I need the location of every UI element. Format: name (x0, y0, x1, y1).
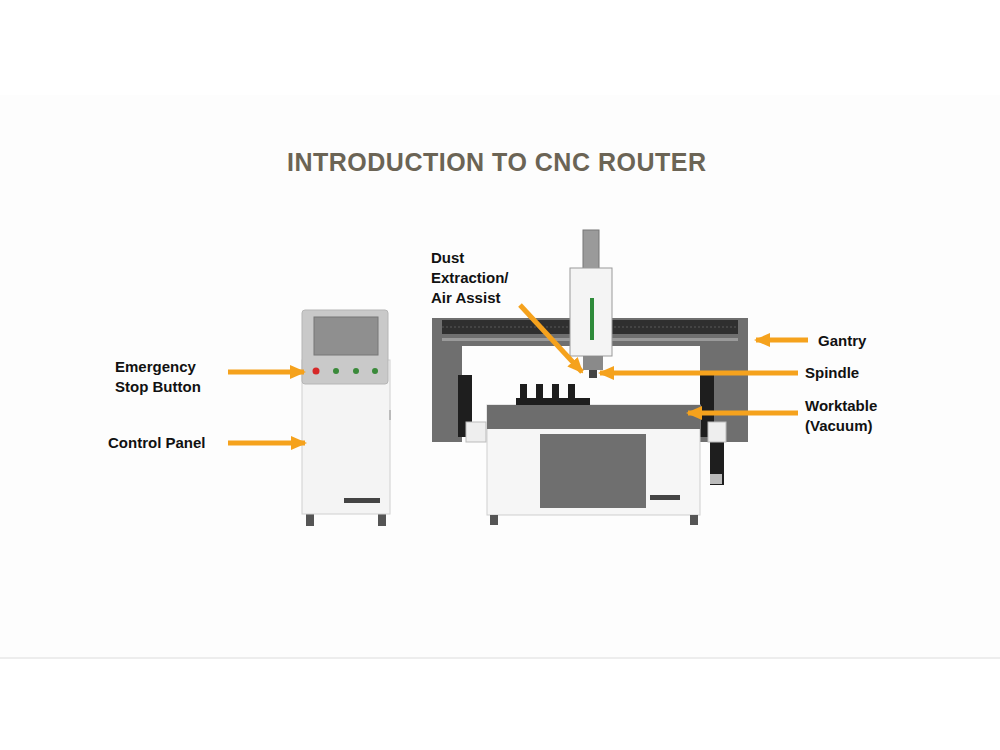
cabinet-plate (344, 498, 380, 503)
leader-arrow (228, 370, 304, 375)
leader-arrow (688, 411, 798, 416)
z-column (583, 230, 599, 272)
warning-sticker (708, 422, 726, 442)
tool-holder (568, 384, 575, 398)
emergency-button-symbol (313, 368, 320, 375)
table-foot (690, 515, 698, 525)
warning-sticker (466, 422, 486, 442)
table-panel (540, 434, 646, 508)
screen (314, 317, 378, 355)
leader-arrow (228, 441, 305, 446)
part-label: Gantry (818, 331, 866, 351)
ground-band (0, 95, 1000, 658)
button-symbol (372, 368, 378, 374)
cabinet-handle (389, 410, 391, 420)
part-label: Spindle (805, 363, 859, 383)
rule (0, 658, 1000, 659)
router-machine (432, 230, 748, 525)
title: INTRODUCTION TO CNC ROUTER (287, 148, 706, 177)
part-label: Dust Extraction/ Air Assist (431, 248, 521, 308)
tool-holder (552, 384, 559, 398)
button-symbol (353, 368, 359, 374)
tool-holder (536, 384, 543, 398)
head-stripe (590, 298, 594, 340)
part-label: Emergency Stop Button (115, 357, 223, 397)
control-cabinet (302, 310, 390, 526)
table-foot (490, 515, 498, 525)
leader-arrow (520, 305, 582, 372)
tool-holder (520, 384, 527, 398)
part-label: Worktable (Vacuum) (805, 396, 901, 436)
button-symbol (333, 368, 339, 374)
side-rail-block (710, 474, 722, 484)
tool-rack (516, 384, 590, 405)
spindle-head (570, 268, 612, 356)
table-base (487, 405, 700, 515)
part-label: Control Panel (108, 433, 206, 453)
table-plate (650, 495, 680, 500)
worktable-top (487, 405, 700, 429)
gantry-opening (462, 346, 700, 442)
leader-arrow (756, 338, 808, 343)
leader-arrow (600, 371, 798, 376)
tool-rack-bar (516, 398, 590, 405)
leader-arrows (228, 305, 808, 443)
spindle-collet (589, 370, 597, 378)
side-rail (710, 440, 724, 485)
screen-housing (302, 310, 388, 384)
spindle-body (583, 356, 603, 370)
